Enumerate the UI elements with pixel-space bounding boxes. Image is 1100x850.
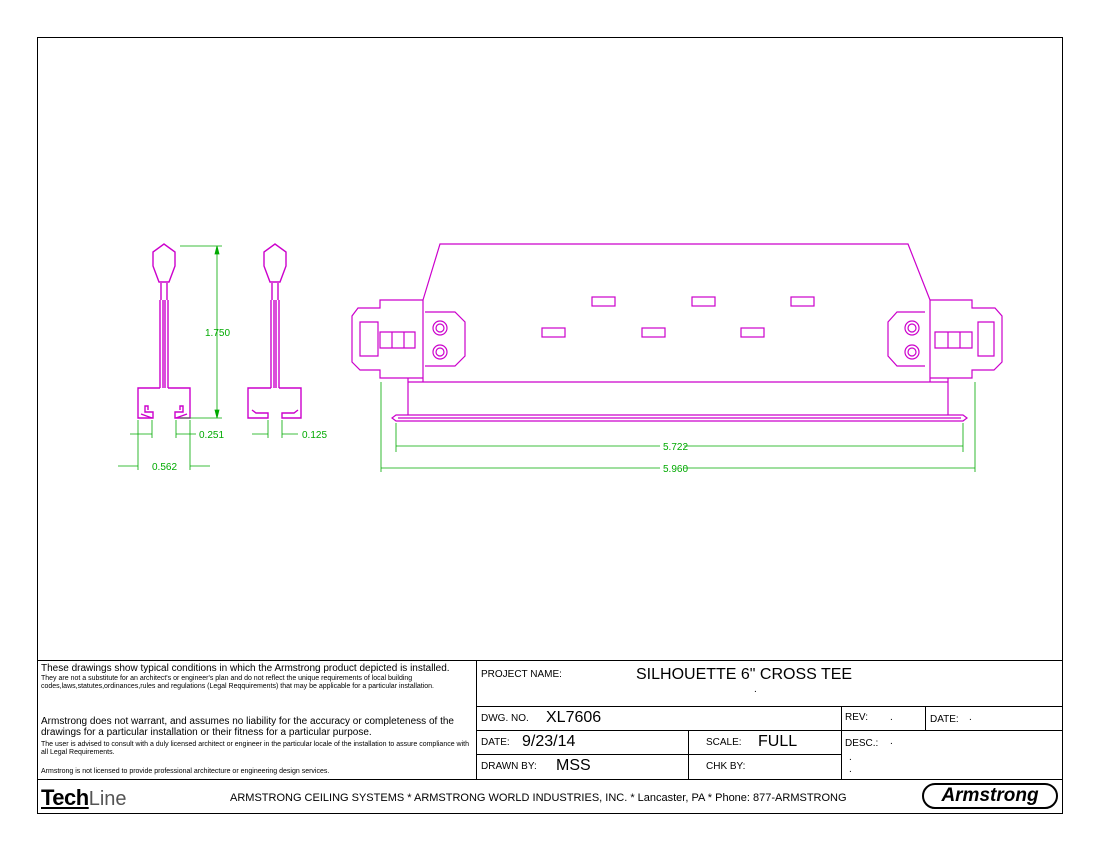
techline-logo-bold: Tech: [41, 785, 89, 810]
title-block-divider: [476, 660, 477, 779]
rule: [476, 754, 841, 755]
project-name: SILHOUETTE 6" CROSS TEE: [636, 666, 853, 683]
dim-overall-length-label: 5.960: [663, 464, 688, 475]
footer-top-rule: [37, 779, 1063, 780]
side-elevation: [351, 243, 1003, 422]
desc-extra-2: .: [849, 764, 852, 775]
project-sub: .: [754, 684, 757, 695]
rev-value: .: [890, 712, 893, 723]
scale-label: SCALE:: [706, 737, 742, 748]
rule: [476, 706, 1063, 707]
rule: [841, 706, 842, 779]
date-label: DATE:: [481, 737, 510, 748]
dim-bulb-gap-label: 0.125: [302, 430, 327, 441]
dim-flange-gap-label: 0.251: [199, 430, 224, 441]
company-line: ARMSTRONG CEILING SYSTEMS * ARMSTRONG WO…: [230, 792, 847, 804]
desc-value: .: [890, 736, 893, 747]
dim-height-label: 1.750: [205, 328, 230, 339]
cross-section-right: [247, 243, 302, 419]
title-block-top-rule: [37, 660, 1063, 661]
dim-flange-width-label: 0.562: [152, 462, 177, 473]
disclaimer-text-3: Armstrong is not licensed to provide pro…: [41, 768, 330, 775]
scale-value: FULL: [758, 733, 798, 750]
dwg-no-label: DWG. NO.: [481, 713, 529, 724]
disclaimer-text-1: They are not a substitute for an archite…: [41, 675, 434, 690]
cross-section-left: [137, 243, 191, 419]
armstrong-logo: Armstrong: [922, 783, 1058, 809]
drawing-sheet-border: [37, 37, 1063, 814]
techline-logo-light: Line: [88, 788, 127, 810]
disclaimer-lead-1: These drawings show typical conditions i…: [41, 663, 450, 674]
rule: [688, 730, 689, 779]
drawn-by-value: MSS: [556, 757, 591, 774]
drawn-by-label: DRAWN BY:: [481, 761, 537, 772]
rule: [476, 730, 1063, 731]
disclaimer-lead-2: Armstrong does not warrant, and assumes …: [41, 716, 454, 738]
chk-by-label: CHK BY:: [706, 761, 746, 772]
disclaimer-text-2: The user is advised to consult with a du…: [41, 741, 470, 756]
dimension-lines: [118, 245, 976, 472]
techline-logo: TechLine: [41, 785, 127, 811]
rev-label: REV:: [845, 712, 868, 723]
project-name-label: PROJECT NAME:: [481, 669, 562, 680]
desc-label: DESC.:: [845, 738, 879, 749]
dwg-no: XL7606: [546, 709, 602, 726]
desc-extra-1: .: [849, 752, 852, 763]
date-right-value: .: [969, 712, 972, 723]
dim-inner-length-label: 5.722: [663, 442, 688, 453]
date-right-label: DATE:: [930, 714, 959, 725]
rule: [925, 706, 926, 730]
date-value: 9/23/14: [522, 733, 576, 750]
